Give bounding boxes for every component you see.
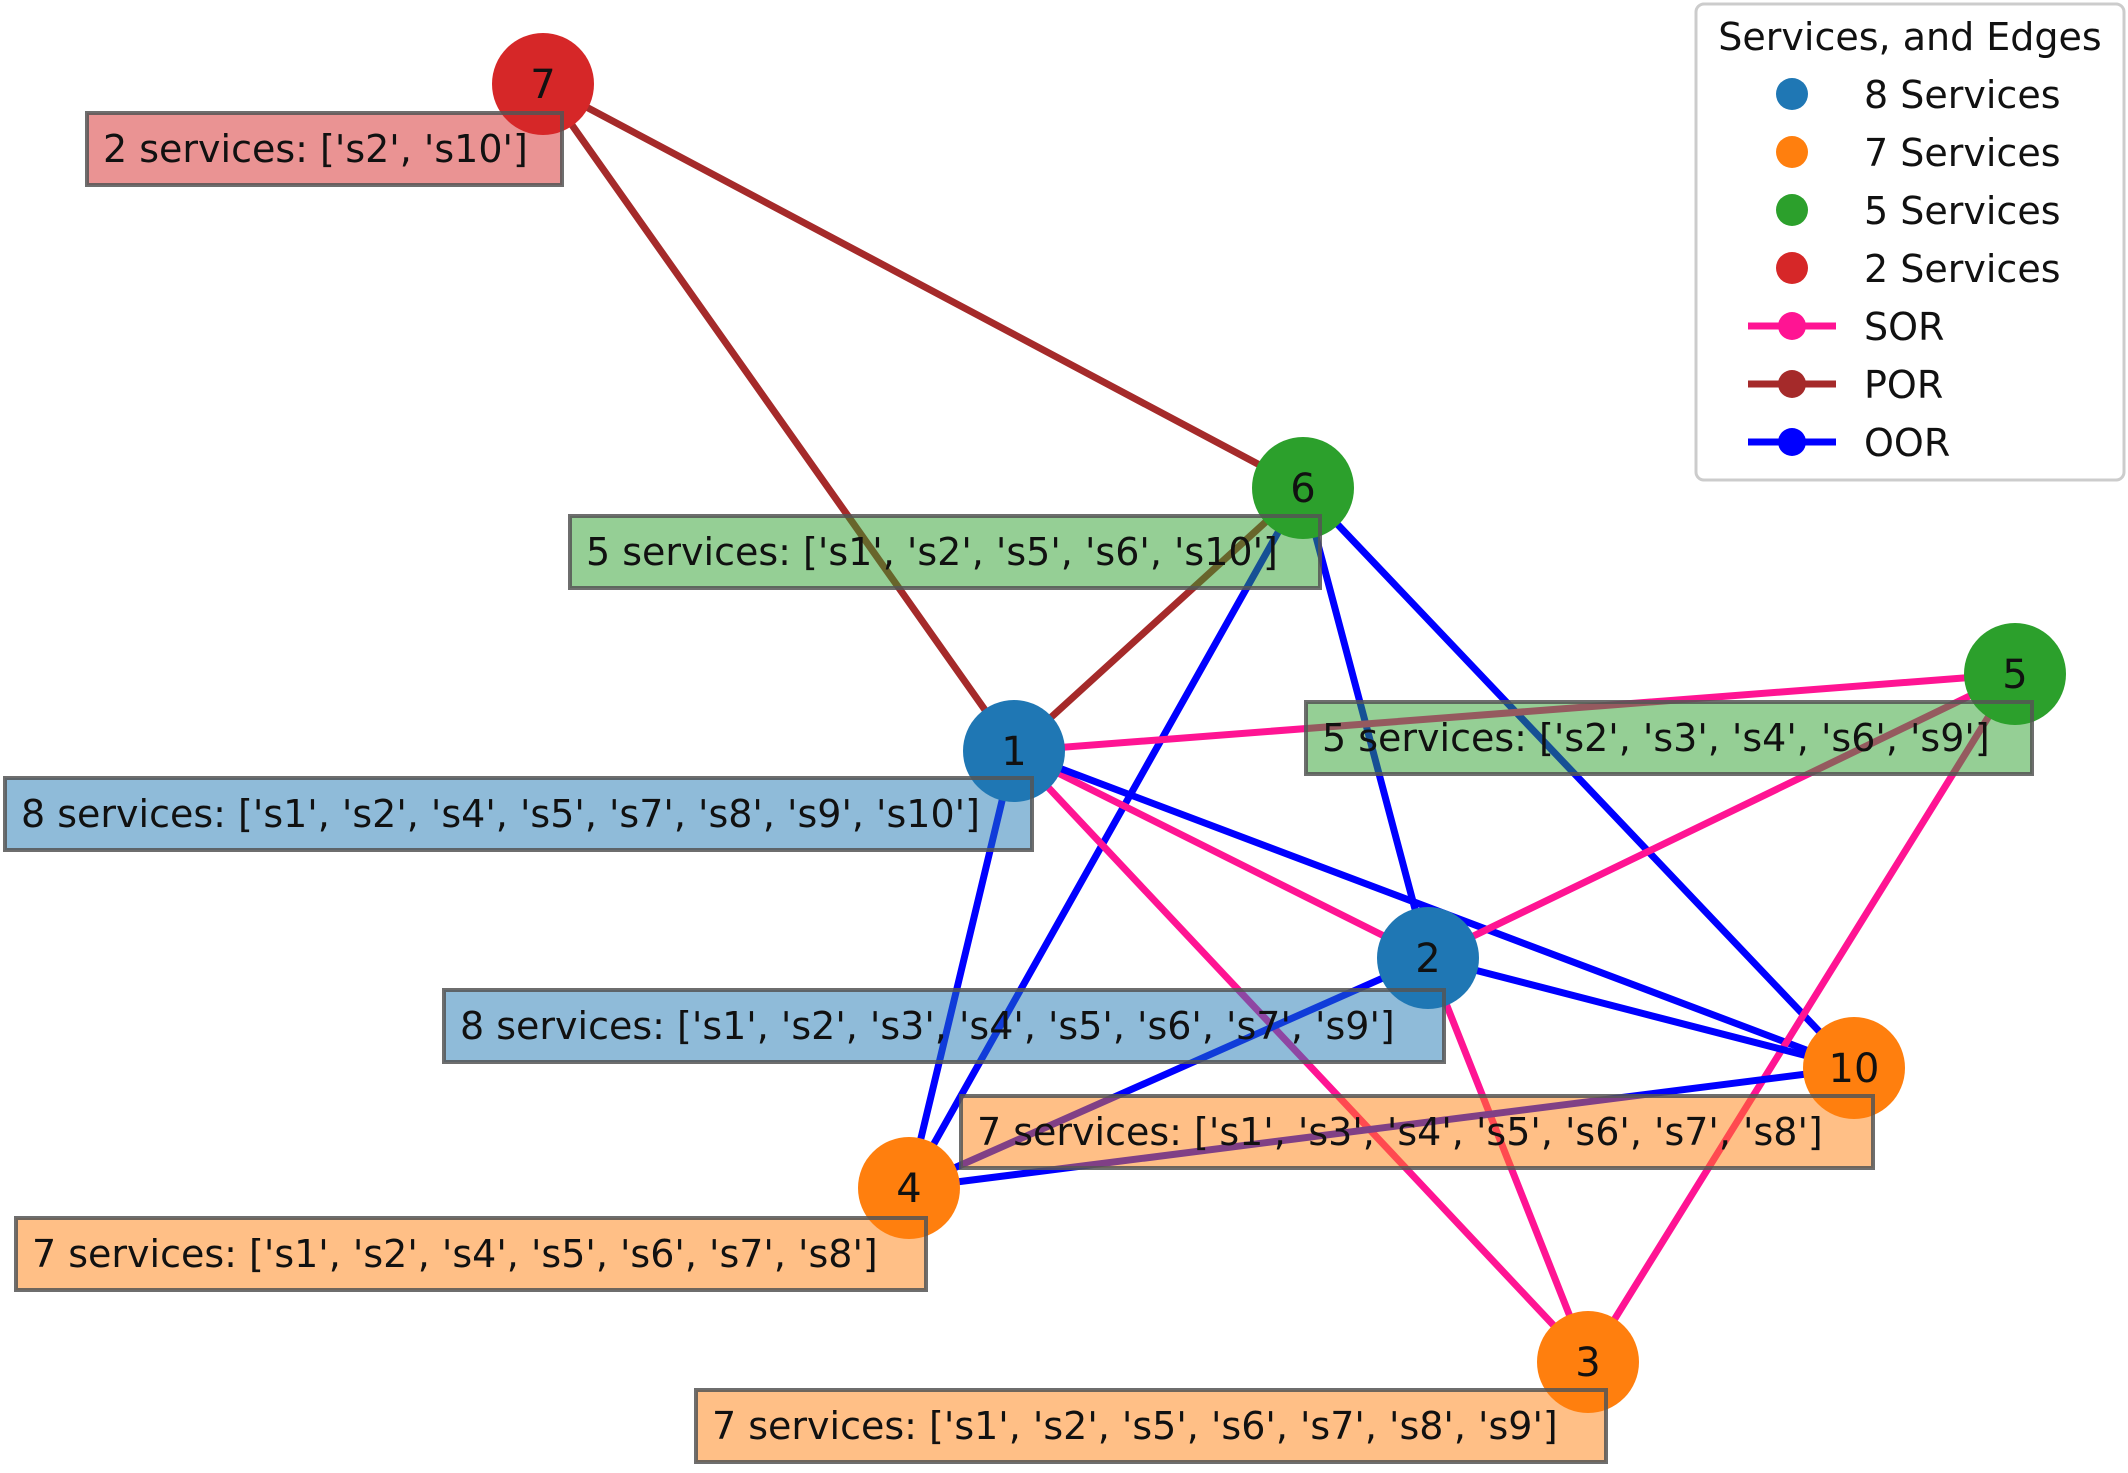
edge-por-7-6 xyxy=(539,80,1307,492)
legend-label: 5 Services xyxy=(1864,189,2061,233)
edge-oor-6-4 xyxy=(905,484,1307,1192)
legend-item-sor: SOR xyxy=(1748,305,1944,349)
node-3: 3 xyxy=(1537,1311,1639,1413)
node-circle xyxy=(492,33,594,135)
node-id-label: 6 xyxy=(1290,466,1315,512)
node-circle xyxy=(858,1137,960,1239)
services-box-node-6: 5 services: ['s1', 's2', 's5', 's6', 's1… xyxy=(568,514,1322,590)
services-box-text: 7 services: ['s1', 's3', 's4', 's5', 's6… xyxy=(977,1110,1823,1154)
legend-item-5-services: 5 Services xyxy=(1776,189,2061,233)
service-boxes-layer: 8 services: ['s1', 's2', 's4', 's5', 's7… xyxy=(3,111,2034,1464)
edge-por-7-1 xyxy=(539,80,1018,755)
node-id-label: 10 xyxy=(1829,1046,1880,1092)
legend-label: 8 Services xyxy=(1864,73,2061,117)
legend-label: 2 Services xyxy=(1864,247,2061,291)
node-id-label: 5 xyxy=(2002,652,2027,698)
services-box-node-3: 7 services: ['s1', 's2', 's5', 's6', 's7… xyxy=(694,1388,1608,1464)
legend-marker-dot xyxy=(1776,194,1808,226)
services-box-text: 7 services: ['s1', 's2', 's4', 's5', 's6… xyxy=(32,1232,878,1276)
services-box-frame xyxy=(14,1216,928,1292)
node-5: 5 xyxy=(1964,623,2066,725)
services-box-frame xyxy=(1304,700,2034,776)
node-circle xyxy=(1964,623,2066,725)
services-box-text: 8 services: ['s1', 's2', 's3', 's4', 's5… xyxy=(460,1004,1395,1048)
legend-item-2-services: 2 Services xyxy=(1776,247,2061,291)
edge-sor-1-2 xyxy=(1010,747,1432,962)
services-box-text: 8 services: ['s1', 's2', 's4', 's5', 's7… xyxy=(21,792,980,836)
services-box-frame xyxy=(85,111,564,187)
legend-item-oor: OOR xyxy=(1748,421,1950,465)
legend-label: POR xyxy=(1864,363,1943,407)
services-box-frame xyxy=(568,514,1322,590)
node-circle xyxy=(1803,1017,1905,1119)
legend: Services, and Edges 8 Services 7 Services… xyxy=(1694,2,2126,482)
edge-oor-2-10 xyxy=(1424,954,1858,1072)
services-box-frame xyxy=(3,776,1034,852)
legend-item-por: POR xyxy=(1748,363,1943,407)
legend-item-7-services: 7 Services xyxy=(1776,131,2061,175)
services-box-text: 5 services: ['s2', 's3', 's4', 's6', 's9… xyxy=(1322,716,1990,760)
legend-entries: 8 Services 7 Services 5 Services 2 Services… xyxy=(1748,73,2061,465)
node-id-label: 7 xyxy=(530,62,555,108)
services-box-node-1: 8 services: ['s1', 's2', 's4', 's5', 's7… xyxy=(3,776,1034,852)
services-box-node-4: 7 services: ['s1', 's2', 's4', 's5', 's6… xyxy=(14,1216,928,1292)
services-box-node-7: 2 services: ['s2', 's10'] xyxy=(85,111,564,187)
node-id-label: 4 xyxy=(896,1166,921,1212)
legend-item-8-services: 8 Services xyxy=(1776,73,2061,117)
services-box-text: 7 services: ['s1', 's2', 's5', 's6', 's7… xyxy=(712,1404,1558,1448)
legend-label: 7 Services xyxy=(1864,131,2061,175)
node-circle xyxy=(1252,437,1354,539)
node-id-label: 1 xyxy=(1001,729,1026,775)
node-id-label: 2 xyxy=(1415,936,1440,982)
legend-frame xyxy=(1694,2,2126,482)
legend-title: Services, and Edges xyxy=(1718,15,2101,59)
legend-marker-dot xyxy=(1778,312,1806,340)
legend-marker-dot xyxy=(1776,252,1808,284)
edge-sor-5-3 xyxy=(1584,670,2019,1366)
node-10: 10 xyxy=(1803,1017,1905,1119)
services-box-frame xyxy=(442,988,1446,1064)
node-7: 7 xyxy=(492,33,594,135)
services-box-frame xyxy=(959,1094,1875,1170)
legend-marker-dot xyxy=(1776,78,1808,110)
legend-label: SOR xyxy=(1864,305,1944,349)
legend-marker-dot xyxy=(1776,136,1808,168)
legend-label: OOR xyxy=(1864,421,1950,465)
node-id-label: 3 xyxy=(1575,1340,1600,1386)
services-box-frame xyxy=(694,1388,1608,1464)
node-circle xyxy=(1537,1311,1639,1413)
legend-marker-dot xyxy=(1778,370,1806,398)
services-box-text: 5 services: ['s1', 's2', 's5', 's6', 's1… xyxy=(586,530,1278,574)
node-4: 4 xyxy=(858,1137,960,1239)
node-2: 2 xyxy=(1377,907,1479,1009)
node-circle xyxy=(1377,907,1479,1009)
services-box-node-5: 5 services: ['s2', 's3', 's4', 's6', 's9… xyxy=(1304,700,2034,776)
services-box-text: 2 services: ['s2', 's10'] xyxy=(103,127,528,171)
node-6: 6 xyxy=(1252,437,1354,539)
edge-oor-6-10 xyxy=(1299,484,1858,1072)
services-box-node-2: 8 services: ['s1', 's2', 's3', 's4', 's5… xyxy=(442,988,1446,1064)
legend-marker-dot xyxy=(1778,428,1806,456)
services-box-node-10: 7 services: ['s1', 's3', 's4', 's5', 's6… xyxy=(959,1094,1875,1170)
